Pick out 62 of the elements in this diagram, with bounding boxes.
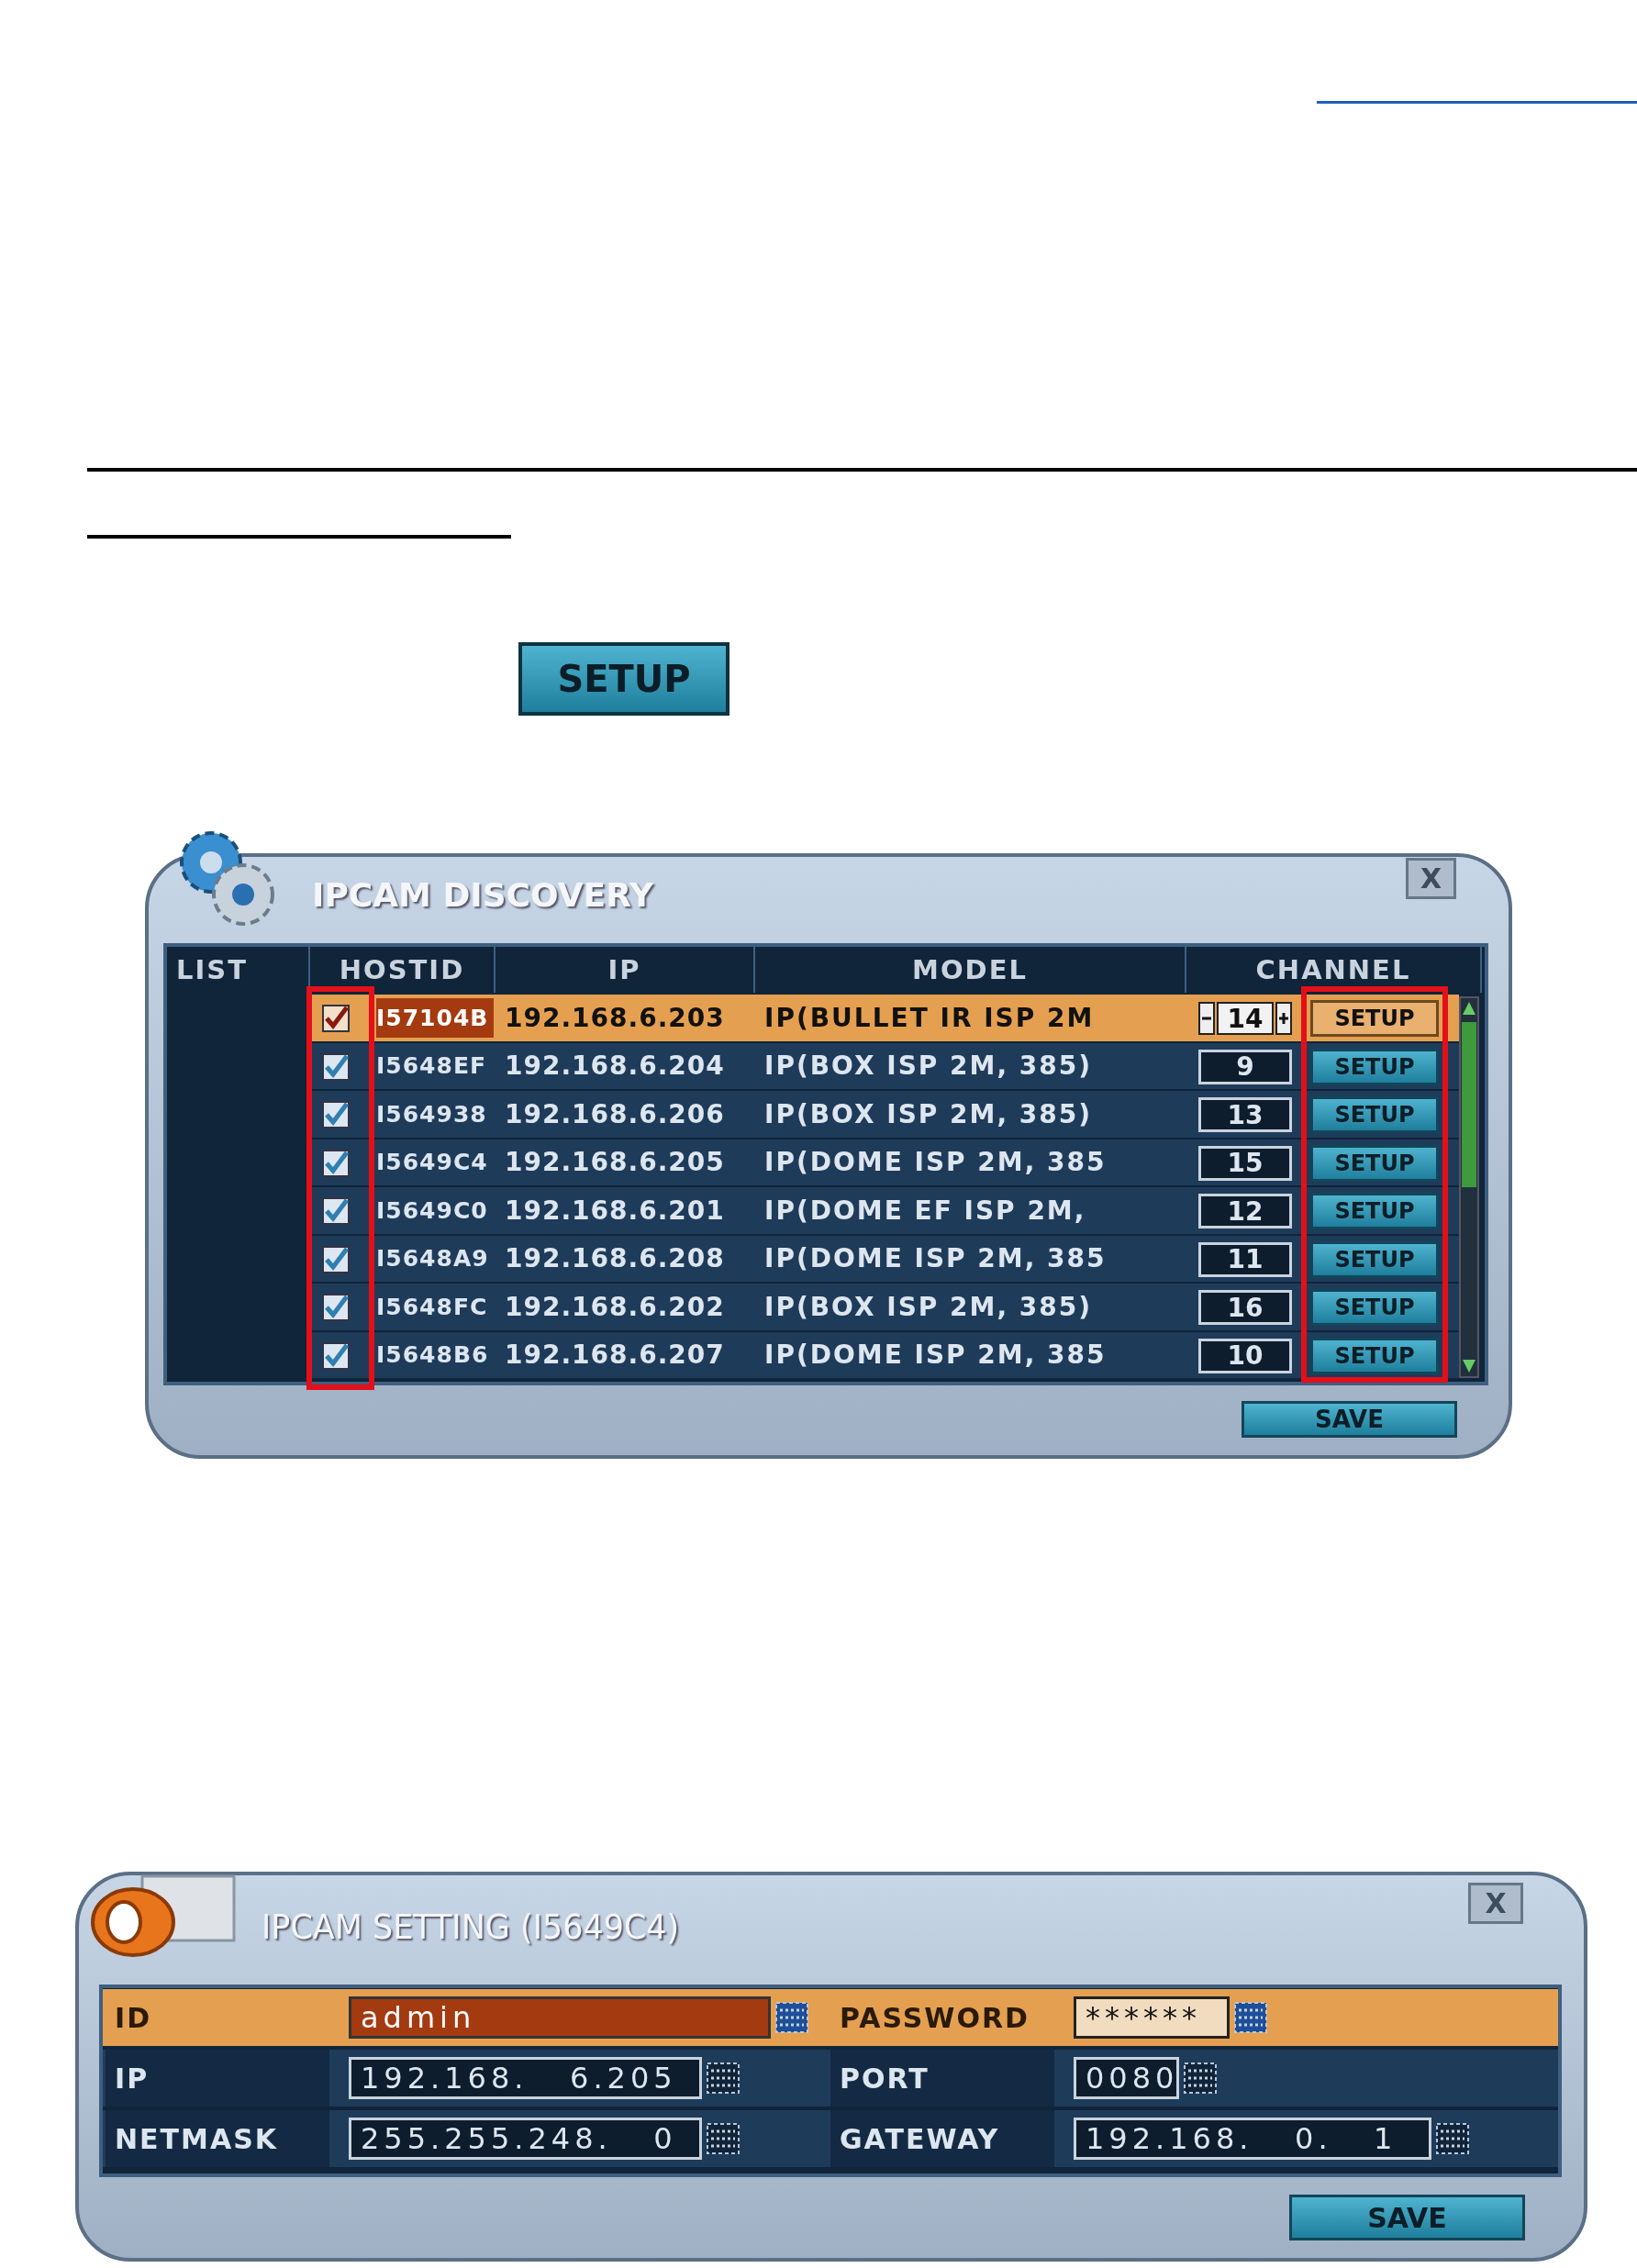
input-field: admin [349,1996,771,2039]
ip-address: 192.168.6.207 [505,1339,726,1373]
host-id: I5648B6 [376,1340,490,1371]
dialog-title: IPCAM SETTING (I5649C4) [262,1906,681,1949]
column-header: MODEL [755,947,1186,993]
input-field: 0080 [1074,2057,1179,2099]
setup-button: SETUP [518,642,729,716]
host-id: I5648FC [376,1292,489,1322]
host-id: I5648A9 [376,1244,490,1274]
setup-button: SETUP [1310,1289,1439,1326]
channel-number-field: 9 [1198,1049,1292,1084]
host-id: I564938 [376,1099,488,1129]
input-field: 255.255.248. 0 [349,2118,702,2160]
setup-button: SETUP [1310,1337,1439,1374]
field-label: NETMASK [106,2110,329,2167]
channel-number-field: 15 [1198,1145,1292,1181]
save-button: SAVE [1242,1401,1457,1438]
field-label: IP [106,2050,329,2107]
host-id: I5649C0 [376,1195,489,1226]
host-id: I5648EF [376,1051,488,1082]
model-name: IP(DOME ISP 2M, 385 [764,1339,1108,1373]
dialog-title: IPCAM DISCOVERY [312,874,654,916]
input-field: 192.168. 6.205 [349,2057,702,2099]
setup-button: SETUP [1310,1240,1439,1278]
column-header: CHANNEL [1186,947,1482,993]
ip-address: 192.168.6.201 [505,1194,726,1228]
model-name: IP(BULLET IR ISP 2M [764,1001,1096,1035]
host-id: I57104B [376,998,494,1038]
save-button: SAVE [1289,2195,1525,2240]
model-name: IP(DOME ISP 2M, 385 [764,1146,1108,1180]
column-header: LIST [165,947,310,993]
field-label: PORT [830,2050,1054,2107]
channel-number-field: 10 [1198,1338,1292,1373]
model-name: IP(BOX ISP 2M, 385) [764,1050,1094,1084]
model-name: IP(DOME EF ISP 2M, [764,1194,1087,1228]
host-id: I5649C4 [376,1148,489,1178]
column-header: IP [496,947,755,993]
model-name: IP(DOME ISP 2M, 385 [764,1242,1108,1276]
close-button: X [1468,1883,1523,1924]
column-header: HOSTID [310,947,496,993]
setup-button: SETUP [1310,1096,1439,1133]
channel-number-field: 16 [1198,1290,1292,1325]
channel-number-field: 13 [1198,1097,1292,1132]
channel-number-field: 14 [1217,1002,1274,1035]
model-name: IP(BOX ISP 2M, 385) [764,1290,1094,1324]
ip-address: 192.168.6.206 [505,1097,726,1131]
input-field: 192.168. 0. 1 [1074,2118,1431,2160]
channel-number-field: 12 [1198,1194,1292,1228]
ip-address: 192.168.6.202 [505,1290,726,1324]
setup-button: SETUP [1310,1193,1439,1229]
field-label: GATEWAY [830,2110,1054,2167]
ip-address: 192.168.6.205 [505,1146,726,1180]
setup-button: SETUP [1310,1144,1439,1182]
setup-button: SETUP [1310,1000,1439,1037]
input-field: ****** [1074,1996,1230,2039]
close-button: X [1406,858,1456,899]
setup-button: SETUP [1310,1048,1439,1085]
ip-address: 192.168.6.208 [505,1242,726,1276]
model-name: IP(BOX ISP 2M, 385) [764,1097,1094,1131]
channel-number-field: 11 [1198,1241,1292,1277]
ip-address: 192.168.6.204 [505,1050,726,1084]
ip-address: 192.168.6.203 [505,1001,726,1035]
